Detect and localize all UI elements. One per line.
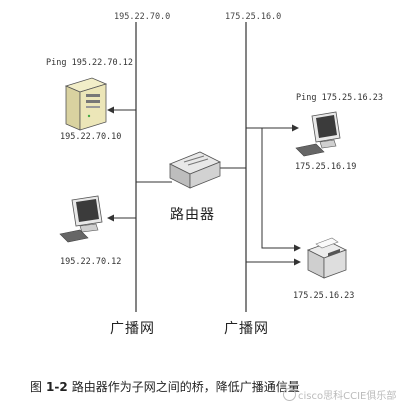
wechat-logo-icon — [283, 388, 296, 401]
right-network-ip: 175.25.16.0 — [225, 12, 282, 22]
router-label: 路由器 — [170, 207, 215, 223]
computer-icon — [295, 111, 341, 157]
caption-number: 1-2 — [46, 380, 68, 394]
printer-link-upper — [261, 128, 301, 252]
right-network-label: 广播网 — [224, 321, 269, 337]
watermark: cisco思科CCIE俱乐部 — [283, 387, 396, 402]
left-network-ip: 195.22.70.0 — [114, 12, 171, 22]
right-pc-ip-label: 175.25.16.19 — [295, 162, 357, 172]
printer-icon — [306, 237, 348, 279]
caption-text: 路由器作为子网之间的桥，降低广播通信量 — [71, 380, 300, 394]
server-icon — [64, 77, 108, 131]
right-pc-ping-label: Ping 175.25.16.23 — [296, 93, 383, 103]
printer-ip-label: 175.25.16.23 — [293, 291, 355, 301]
router-icon — [169, 151, 221, 189]
left-pc-ip-label: 195.22.70.12 — [60, 257, 122, 267]
computer-icon — [59, 195, 103, 243]
left-network-label: 广播网 — [110, 321, 155, 337]
server-ip-label: 195.22.70.10 — [60, 132, 122, 142]
watermark-text: cisco思科CCIE俱乐部 — [298, 391, 397, 402]
caption-prefix: 图 — [30, 380, 43, 394]
server-ping-label: Ping 195.22.70.12 — [46, 58, 133, 68]
